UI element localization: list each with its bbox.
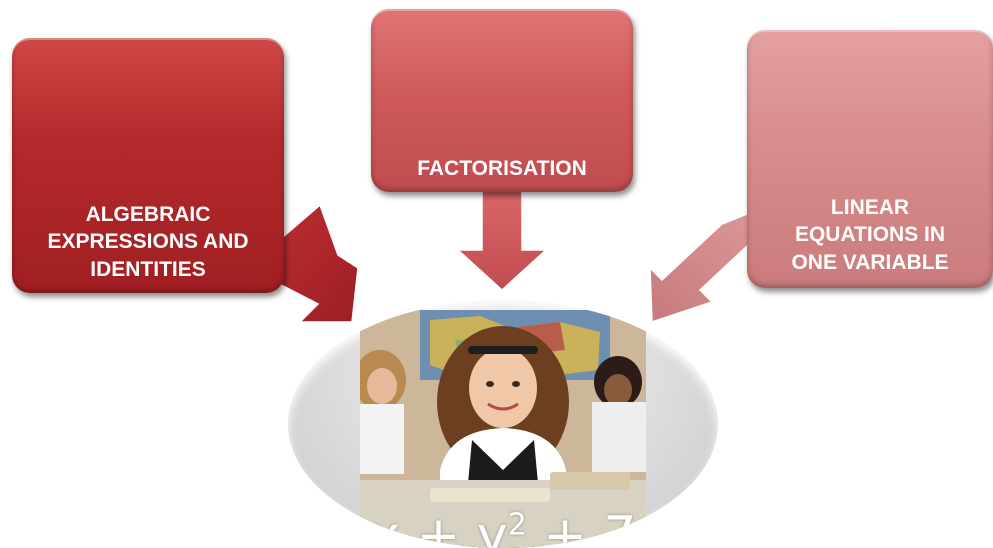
topic-box-factorisation: FACTORISATION [371,9,633,192]
arrow-center [456,189,548,292]
formula-part2: + 7 [526,506,637,548]
formula-exponent: 2 [507,507,527,543]
topic-box-linear-equations: LINEAR EQUATIONS IN ONE VARIABLE [747,30,993,288]
formula-part1: x + y [369,506,508,548]
topic-label-algebraic-expressions: ALGEBRAIC EXPRESSIONS AND IDENTITIES [47,203,249,281]
arrow-right [649,211,761,324]
central-ellipse: x + y2 + 7 [288,300,718,548]
topic-box-algebraic-expressions: ALGEBRAIC EXPRESSIONS AND IDENTITIES [12,38,284,293]
topic-label-linear-equations: LINEAR EQUATIONS IN ONE VARIABLE [791,196,949,274]
topic-label-factorisation: FACTORISATION [417,156,587,180]
classroom-photo [360,310,646,548]
formula-text: x + y2 + 7 [288,506,718,548]
